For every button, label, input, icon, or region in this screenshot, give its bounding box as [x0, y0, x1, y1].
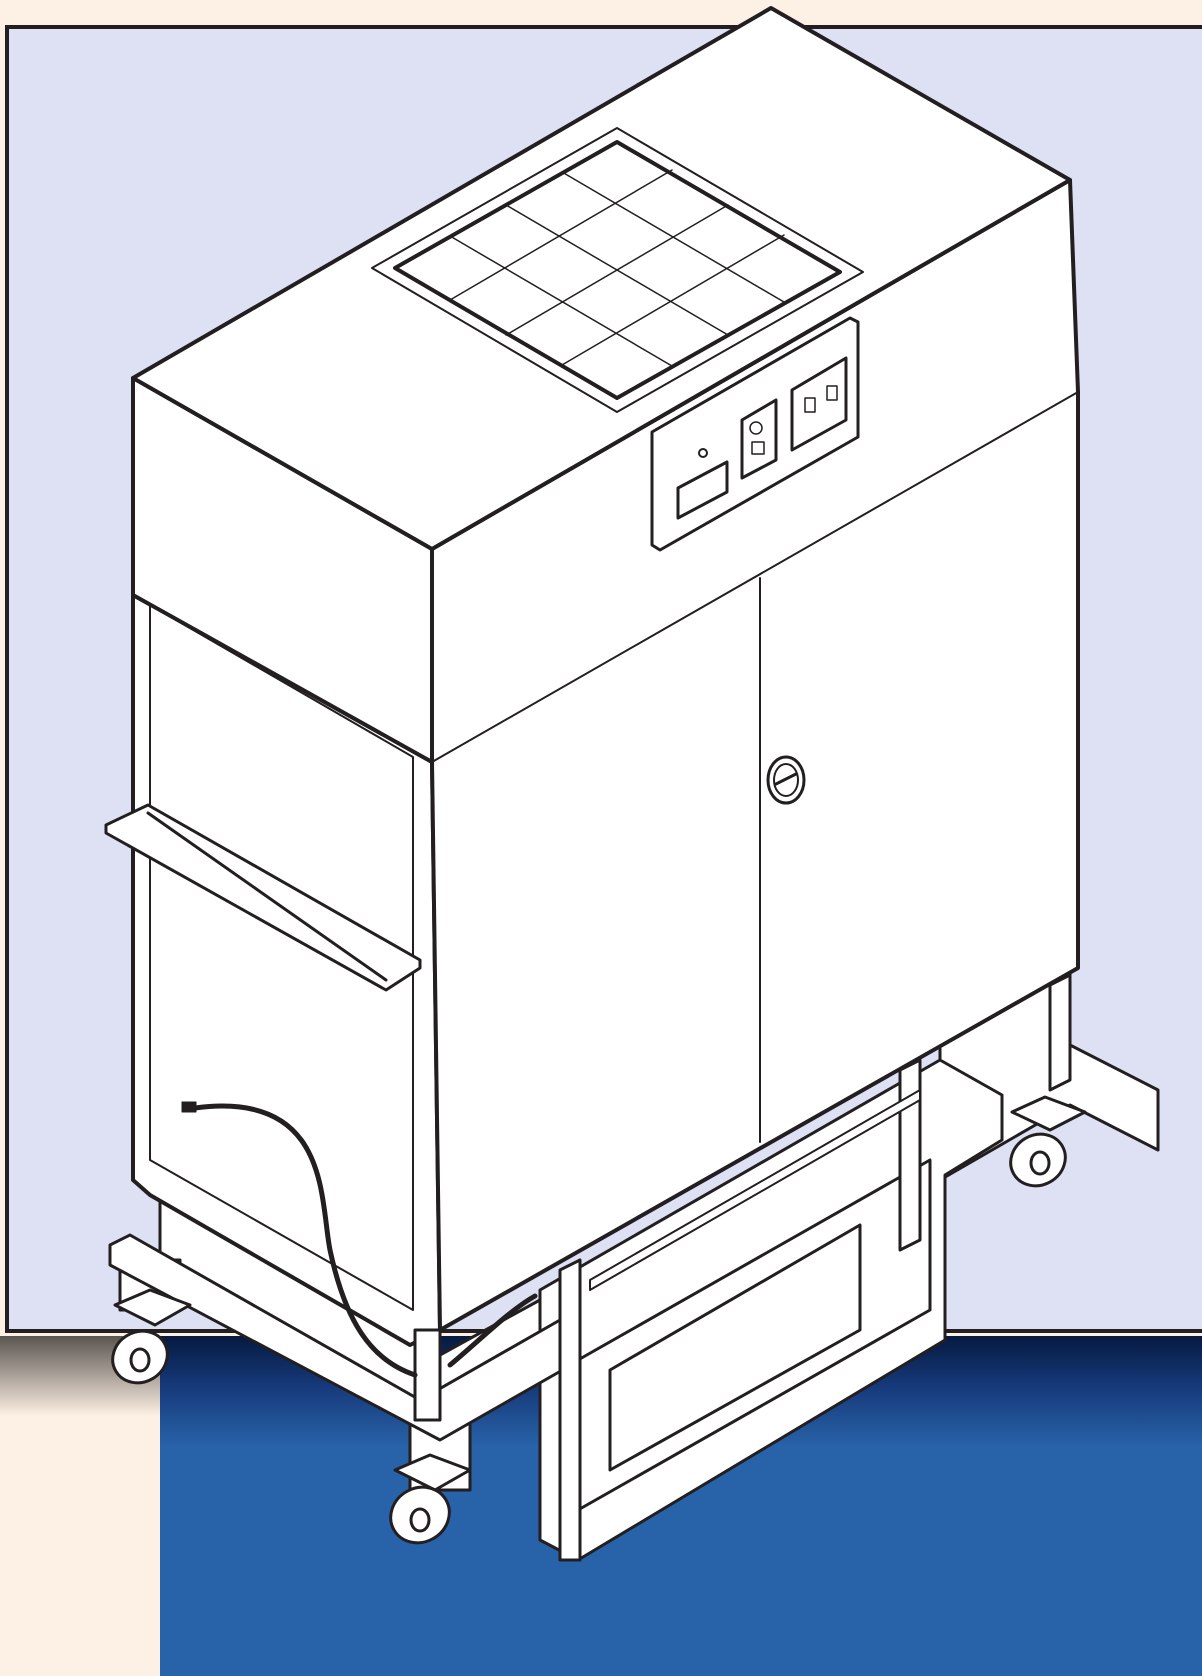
frame-front	[108, 973, 1072, 1562]
push-handle[interactable]	[104, 803, 422, 992]
outlet-icon	[826, 385, 838, 401]
caster-left	[111, 1288, 192, 1385]
plug-icon	[181, 1101, 197, 1113]
knob-icon	[698, 448, 708, 458]
switch-plate	[740, 398, 778, 480]
outlet-icon	[804, 397, 816, 413]
door-lock[interactable]	[766, 755, 806, 805]
power-cord	[192, 1103, 418, 1378]
outlet-plate	[790, 356, 848, 452]
caster-front	[389, 1453, 472, 1545]
caster-right	[1009, 1095, 1087, 1188]
top-filter-grille	[371, 127, 864, 413]
control-panel	[650, 316, 860, 552]
display-window	[676, 460, 729, 520]
